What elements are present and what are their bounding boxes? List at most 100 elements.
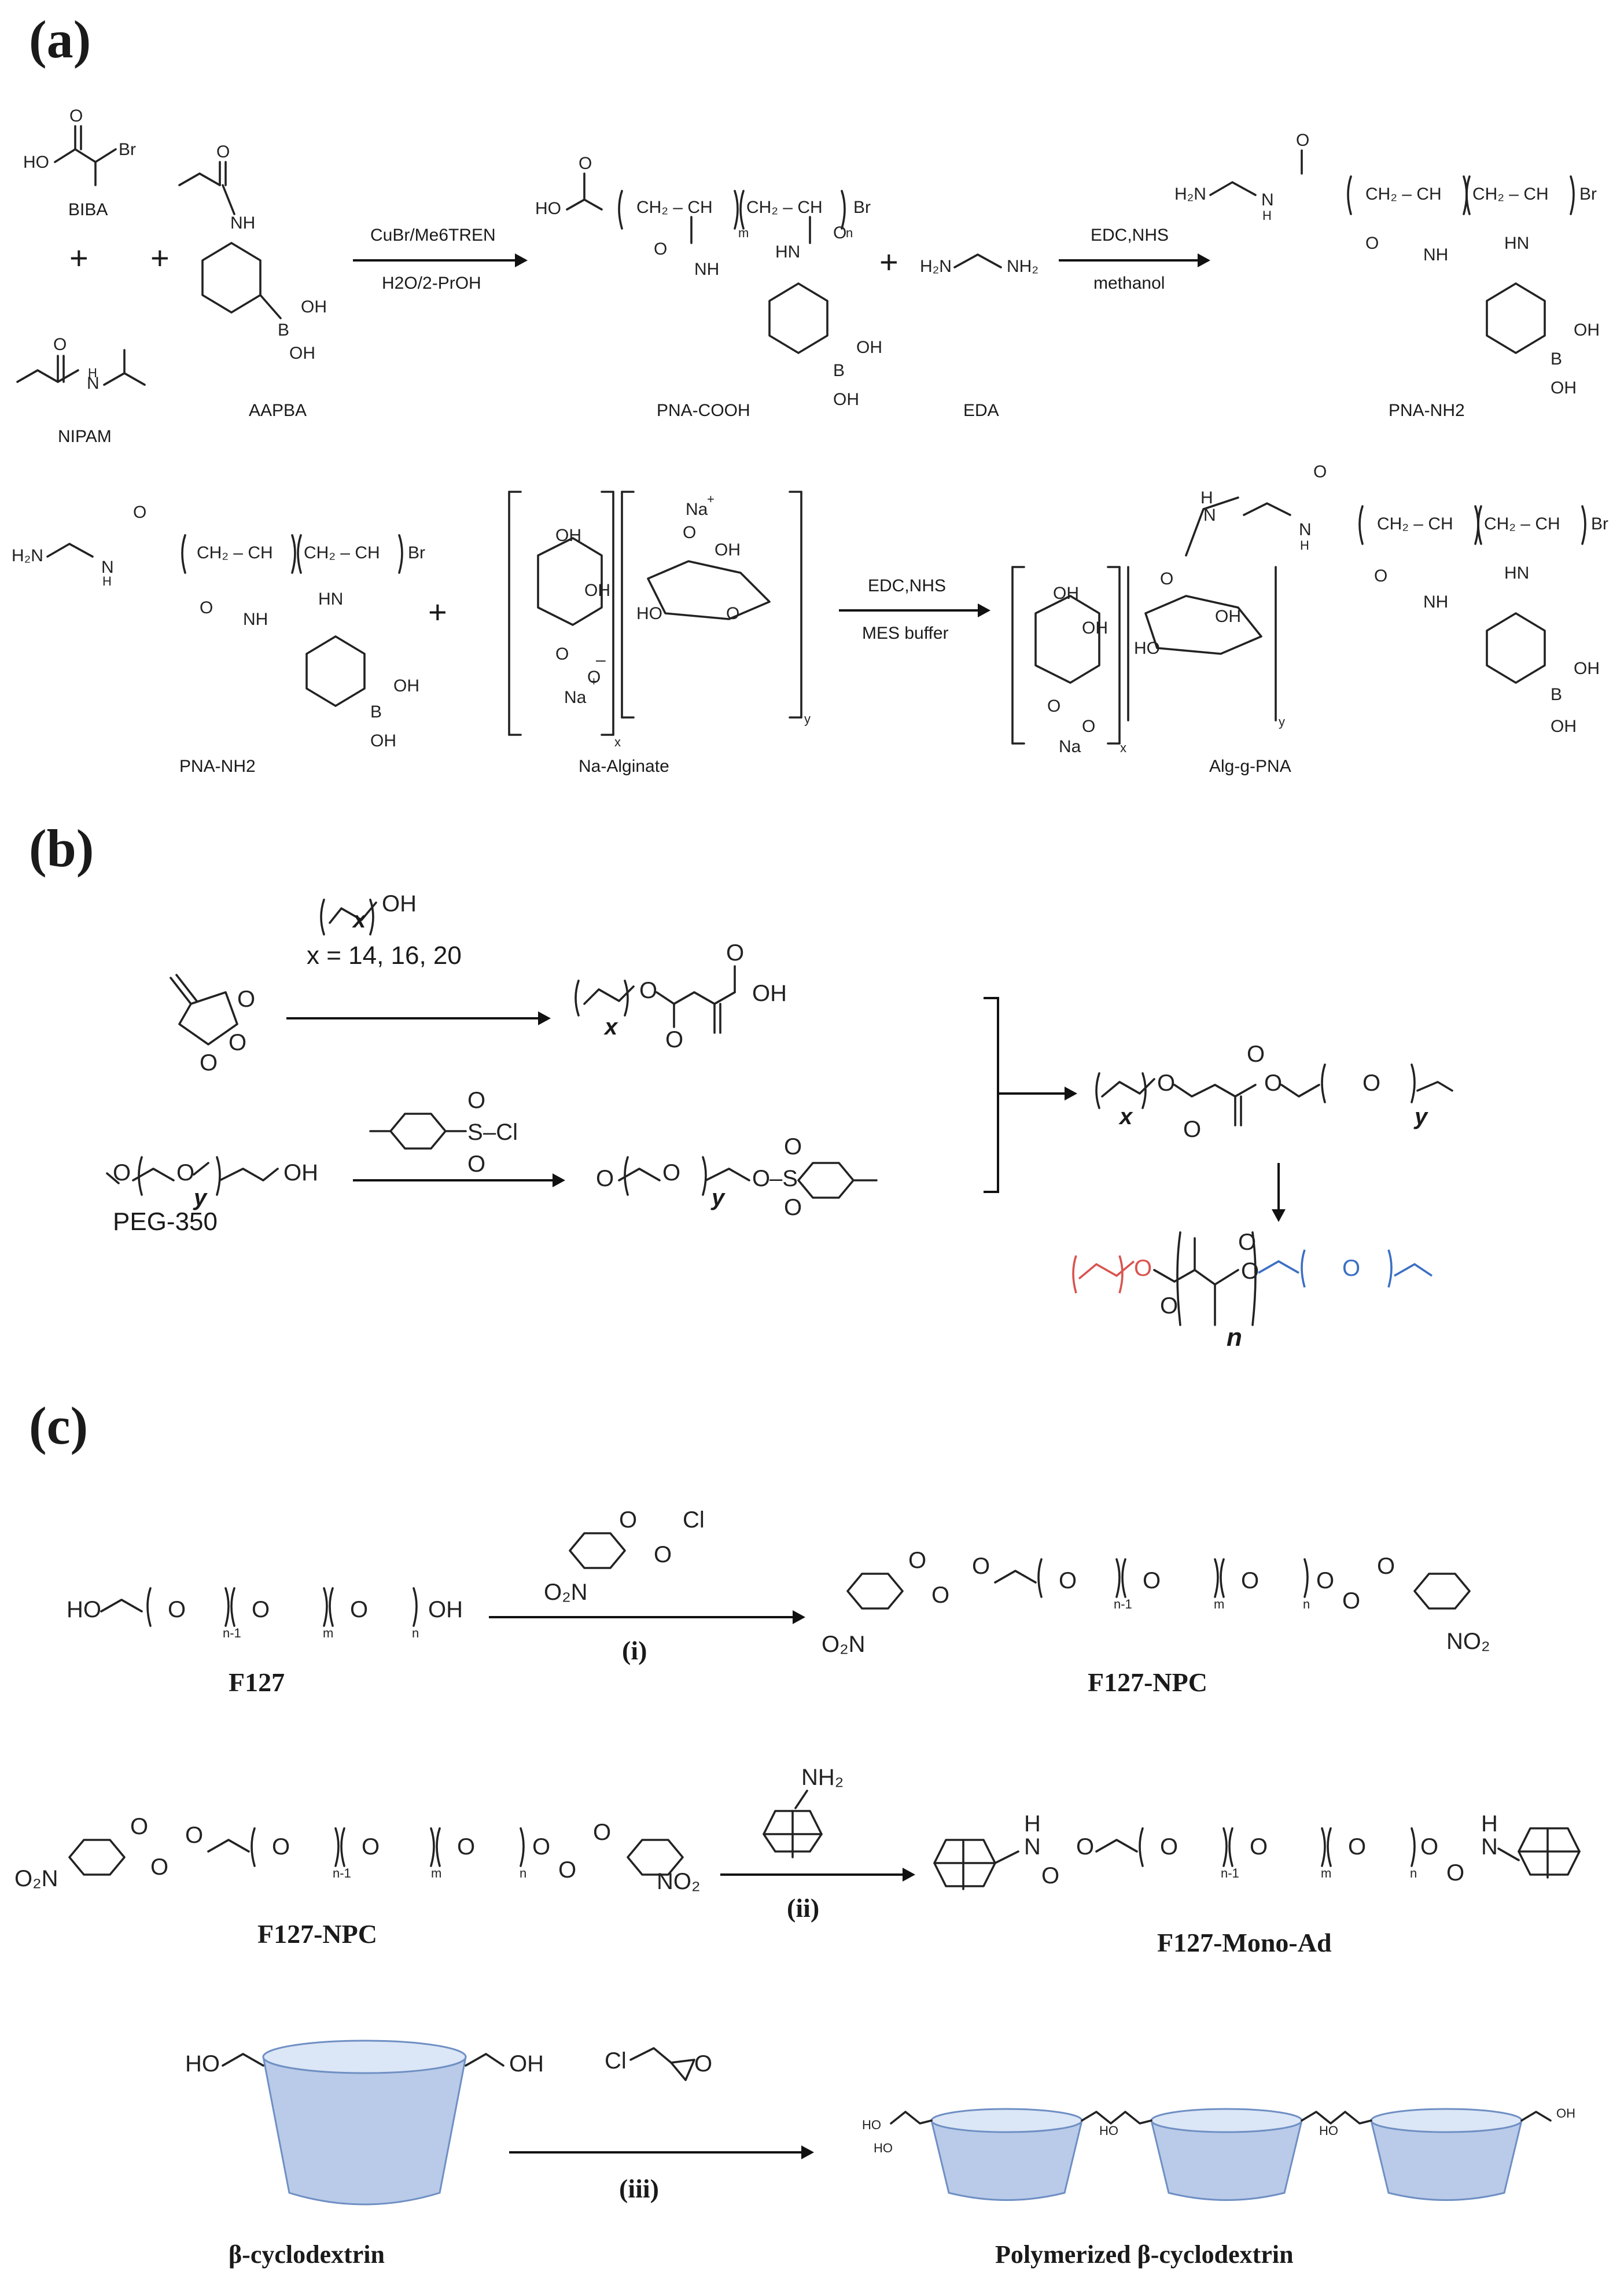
svg-text:O: O: [784, 1134, 802, 1159]
beta-cyclodextrin-cup: HO OH: [185, 2040, 544, 2206]
svg-text:O: O: [1342, 1588, 1360, 1614]
svg-text:O: O: [908, 1548, 926, 1573]
f127-npc-reactant-structure: O₂N O O O O O O O O O NO₂ n-1 m n: [14, 1814, 701, 1894]
svg-text:B: B: [278, 321, 289, 340]
epichlorohydrin-structure: Cl O: [605, 2047, 712, 2081]
svg-text:H₂N: H₂N: [920, 257, 952, 276]
svg-text:NH: NH: [694, 260, 719, 279]
svg-text:O: O: [229, 1030, 246, 1055]
aapba-structure: O NH B OH OH: [178, 142, 327, 363]
label-var-x-1: x: [353, 907, 366, 933]
polymerized-beta-cyclodextrin: HO HO HO HO OH: [862, 2106, 1575, 2201]
svg-text:O: O: [467, 1151, 485, 1177]
svg-text:HO: HO: [874, 2141, 893, 2155]
svg-text:B: B: [833, 361, 845, 380]
svg-text:OH: OH: [1551, 717, 1577, 736]
adamantylmethylamine-structure: NH₂: [763, 1765, 844, 1858]
svg-text:O: O: [1316, 1568, 1334, 1593]
svg-text:O: O: [1446, 1860, 1464, 1886]
svg-text:O: O: [1160, 1834, 1178, 1860]
itaconic-anhydride-structure: O O O: [170, 974, 255, 1076]
svg-text:CH₂ – CH: CH₂ – CH: [1472, 185, 1549, 204]
svg-text:m: m: [1214, 1597, 1224, 1611]
label-var-x-3: x: [1120, 1104, 1133, 1129]
label-f127: F127: [229, 1667, 285, 1697]
label-f127-npc: F127-NPC: [1088, 1667, 1207, 1697]
svg-text:HN: HN: [318, 590, 343, 609]
svg-text:n: n: [520, 1866, 526, 1880]
svg-text:B: B: [370, 702, 382, 721]
svg-text:H: H: [1300, 538, 1309, 553]
svg-text:Na: Na: [564, 688, 587, 707]
svg-text:NH₂: NH₂: [1007, 257, 1039, 276]
svg-text:n-1: n-1: [333, 1866, 351, 1880]
svg-text:y: y: [804, 712, 811, 726]
svg-text:O: O: [1160, 1293, 1178, 1319]
svg-text:O: O: [555, 645, 569, 664]
tosyl-chloride-structure: S O O –Cl: [369, 1088, 518, 1177]
svg-text:O: O: [1374, 566, 1387, 586]
svg-text:NO₂: NO₂: [1446, 1629, 1490, 1654]
svg-text:O: O: [1377, 1554, 1395, 1579]
svg-text:H: H: [102, 574, 112, 588]
alg-g-pna-structure: OH OH O O Na x y HO OH O H N N H O CH₂ –…: [1011, 462, 1608, 756]
svg-text:O: O: [1420, 1834, 1438, 1860]
svg-text:O: O: [216, 142, 230, 161]
f127-mono-ad-product-structure: H N O O O O O O O H N n-1 m n: [933, 1811, 1581, 1890]
svg-text:CH₂ – CH: CH₂ – CH: [304, 543, 380, 562]
svg-text:OH: OH: [289, 344, 315, 363]
svg-text:OH: OH: [715, 540, 741, 559]
svg-text:OH: OH: [752, 981, 787, 1006]
svg-text:O: O: [639, 978, 657, 1003]
biba-structure: HO O Br: [23, 106, 136, 186]
label-f127-mono-ad: F127-Mono-Ad: [1157, 1928, 1332, 1957]
svg-text:m: m: [1321, 1866, 1331, 1880]
svg-text:CH₂ – CH: CH₂ – CH: [1484, 514, 1560, 533]
svg-text:HO: HO: [1099, 2123, 1118, 2138]
label-var-y-2: y: [712, 1185, 725, 1210]
svg-text:O: O: [1059, 1568, 1077, 1593]
svg-text:O₂N: O₂N: [544, 1580, 588, 1605]
svg-text:B: B: [1551, 685, 1562, 704]
label-var-n: n: [1227, 1323, 1242, 1352]
svg-text:CH₂ – CH: CH₂ – CH: [746, 198, 823, 217]
svg-text:O: O: [1041, 1863, 1059, 1889]
monoester-structure: O O O OH: [575, 940, 787, 1052]
svg-text:O: O: [1247, 1041, 1265, 1067]
svg-text:Br: Br: [853, 198, 871, 217]
peg-structure: O O OH: [106, 1156, 318, 1196]
svg-text:O: O: [972, 1554, 990, 1579]
label-alg-g-pna: Alg-g-PNA: [1209, 757, 1291, 776]
plus-sign-1: +: [69, 240, 89, 276]
svg-text:HO: HO: [23, 153, 49, 172]
svg-text:O: O: [1183, 1117, 1201, 1142]
svg-text:O: O: [1157, 1070, 1175, 1096]
label-aapba: AAPBA: [249, 401, 307, 420]
svg-text:y: y: [1279, 715, 1285, 729]
pna-cooh-structure: HO O CH₂ – CH CH₂ – CH Br m n O NH O HN …: [535, 154, 882, 409]
svg-text:O: O: [1160, 569, 1173, 588]
svg-text:O: O: [654, 240, 667, 259]
svg-text:OH: OH: [1556, 2106, 1575, 2121]
svg-text:O: O: [1143, 1568, 1161, 1593]
nitrophenyl-chloroformate-structure: O₂N O O Cl: [544, 1507, 705, 1605]
condition-step1-bottom: H2O/2-PrOH: [382, 274, 481, 293]
panel-c-label: (c): [29, 1396, 89, 1455]
f127-structure: HO O O O OH n-1 m n: [67, 1587, 463, 1640]
svg-text:O: O: [558, 1857, 576, 1883]
panel-b-label: (b): [29, 819, 94, 878]
svg-text:O: O: [593, 1820, 611, 1845]
svg-text:O: O: [683, 523, 696, 542]
svg-text:O: O: [1348, 1834, 1366, 1860]
svg-text:N: N: [1024, 1834, 1041, 1860]
svg-text:NH: NH: [1423, 592, 1448, 612]
svg-text:O: O: [457, 1834, 475, 1860]
svg-text:n: n: [846, 226, 853, 240]
label-pna-nh2: PNA-NH2: [1389, 401, 1465, 420]
svg-text:NH₂: NH₂: [801, 1765, 844, 1790]
label-peg-350: PEG-350: [113, 1208, 218, 1236]
svg-text:N: N: [87, 374, 100, 393]
svg-text:O₂N: O₂N: [822, 1632, 866, 1657]
svg-text:O: O: [665, 1027, 683, 1052]
svg-text:HO: HO: [185, 2051, 220, 2077]
